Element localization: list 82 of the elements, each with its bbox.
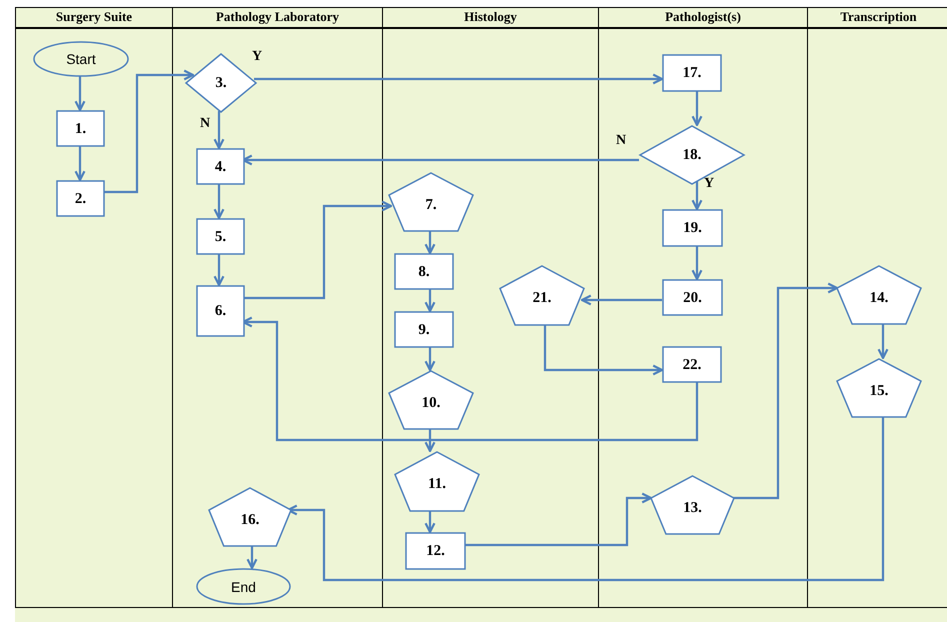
step-number: 18. xyxy=(682,146,702,164)
step-number: 5. xyxy=(214,228,228,246)
step-number: 20. xyxy=(682,288,703,306)
arrow xyxy=(424,346,436,372)
step-number: 19. xyxy=(682,219,703,237)
step-number: 11. xyxy=(427,475,447,494)
process-box xyxy=(197,219,244,254)
step-number: 8. xyxy=(417,262,431,280)
step-number: 2. xyxy=(74,190,88,208)
edge-label: N xyxy=(200,116,210,132)
process-box xyxy=(197,149,244,184)
arrow xyxy=(254,74,664,84)
edge-label: N xyxy=(616,133,626,149)
swimlane xyxy=(382,7,598,608)
terminator-label: End xyxy=(230,578,257,596)
lane-header: Transcription xyxy=(839,9,918,25)
step-number: 22. xyxy=(682,356,702,374)
step-number: 14. xyxy=(868,288,890,307)
arrow xyxy=(464,492,652,546)
arrow xyxy=(103,70,194,194)
process-box xyxy=(57,181,104,216)
process-box xyxy=(663,280,722,315)
process-box xyxy=(663,210,722,246)
swimlane xyxy=(172,7,382,608)
lane-header: Pathologist(s) xyxy=(664,9,742,25)
off-page-connector xyxy=(389,173,473,231)
off-page-connector xyxy=(389,371,473,429)
off-page-connector xyxy=(500,266,584,325)
step-number: 12. xyxy=(425,542,446,560)
step-number: 7. xyxy=(424,196,438,214)
swimlane xyxy=(598,7,807,608)
swimlane xyxy=(807,7,947,608)
step-number: 15. xyxy=(868,382,890,400)
arrow xyxy=(74,75,86,112)
arrow xyxy=(692,90,702,126)
arrow xyxy=(424,288,436,312)
process-box xyxy=(663,347,721,382)
arrow xyxy=(580,294,662,306)
step-number: 9. xyxy=(417,320,431,338)
off-page-connector xyxy=(837,359,921,417)
arrow xyxy=(878,323,888,360)
process-box xyxy=(197,286,244,336)
edge-label: Y xyxy=(704,176,714,192)
off-page-connector xyxy=(651,476,734,534)
terminator-label: Start xyxy=(65,50,97,68)
step-number: 4. xyxy=(214,158,228,176)
step-number: 1. xyxy=(74,120,88,138)
swimlane xyxy=(15,7,172,608)
arrow xyxy=(286,416,884,582)
off-page-connector xyxy=(837,266,921,324)
arrow xyxy=(544,324,664,376)
step-number: 21. xyxy=(532,289,552,308)
off-page-connector xyxy=(209,488,291,546)
process-box xyxy=(395,254,453,289)
off-page-connector xyxy=(395,452,479,511)
terminator-ellipse xyxy=(34,42,128,76)
step-number: 6. xyxy=(214,302,228,320)
step-number: 10. xyxy=(420,394,442,412)
process-box xyxy=(57,111,104,146)
arrow xyxy=(214,253,224,286)
arrow xyxy=(74,145,86,182)
process-box xyxy=(663,55,721,91)
lane-header: Surgery Suite xyxy=(54,9,134,25)
arrow xyxy=(243,200,392,300)
arrow xyxy=(214,183,224,220)
edge-label: Y xyxy=(252,49,262,65)
step-number: 17. xyxy=(682,64,702,82)
arrow xyxy=(692,245,702,280)
step-number: 16. xyxy=(240,510,260,529)
process-box xyxy=(395,312,453,347)
arrow xyxy=(424,230,436,254)
arrow xyxy=(246,545,258,570)
arrow xyxy=(733,282,838,500)
step-number: 13. xyxy=(682,498,703,517)
terminator-ellipse xyxy=(197,569,290,604)
process-box xyxy=(406,533,465,569)
lane-header: Histology xyxy=(463,9,518,25)
arrow xyxy=(214,111,224,150)
arrow xyxy=(424,510,436,534)
lane-header: Pathology Laboratory xyxy=(214,9,340,25)
step-number: 3. xyxy=(214,74,228,92)
arrow xyxy=(424,428,436,452)
